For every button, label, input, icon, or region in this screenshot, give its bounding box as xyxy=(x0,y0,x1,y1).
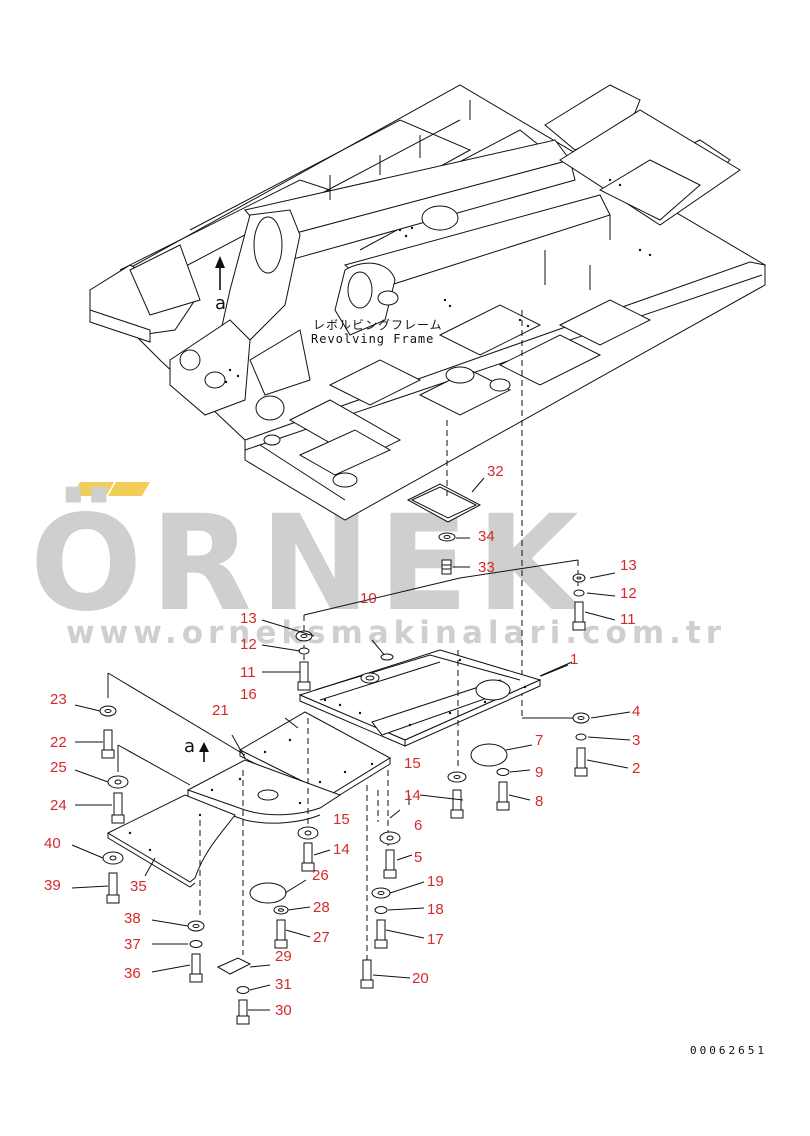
frame-label-japanese: レボルビングフレーム xyxy=(313,318,443,332)
callout-13b: 13 xyxy=(240,610,257,627)
callout-33: 33 xyxy=(478,559,495,576)
callout-11a: 11 xyxy=(620,611,636,628)
callout-37: 37 xyxy=(124,936,141,953)
callout-27: 27 xyxy=(313,929,330,946)
callout-numbers: 1 2 3 4 5 6 7 8 9 10 11 12 13 11 12 13 1… xyxy=(44,463,640,1019)
callout-24: 24 xyxy=(50,797,67,814)
callout-2: 2 xyxy=(632,760,640,777)
callout-38: 38 xyxy=(124,910,141,927)
callout-17: 17 xyxy=(427,931,444,948)
callout-3: 3 xyxy=(632,732,640,749)
callout-31: 31 xyxy=(275,976,292,993)
callout-9: 9 xyxy=(535,764,543,781)
callout-19: 19 xyxy=(427,873,444,890)
callout-23: 23 xyxy=(50,691,67,708)
callout-26: 26 xyxy=(312,867,329,884)
callout-8: 8 xyxy=(535,793,543,810)
watermark-url: www.orneksmakinalari.com.tr xyxy=(66,615,727,651)
callout-15b: 15 xyxy=(333,811,350,828)
callout-21: 21 xyxy=(212,702,229,719)
callout-5: 5 xyxy=(414,849,422,866)
callout-13a: 13 xyxy=(620,557,637,574)
callout-12a: 12 xyxy=(620,585,637,602)
callout-25: 25 xyxy=(50,759,67,776)
frame-label-english: Revolving Frame xyxy=(311,332,435,346)
callout-32: 32 xyxy=(487,463,504,480)
callout-12b: 12 xyxy=(240,636,257,653)
callout-29: 29 xyxy=(275,948,292,965)
callout-28: 28 xyxy=(313,899,330,916)
view-marker-cover: a xyxy=(184,736,196,757)
callout-35: 35 xyxy=(130,878,147,895)
callout-34: 34 xyxy=(478,528,495,545)
callout-36: 36 xyxy=(124,965,141,982)
cover-26 xyxy=(249,882,287,904)
callout-30: 30 xyxy=(275,1002,292,1019)
callout-4: 4 xyxy=(632,703,640,720)
callout-18: 18 xyxy=(427,901,444,918)
callout-20: 20 xyxy=(412,970,429,987)
cover-32-assembly xyxy=(406,420,485,575)
under-cover-21 xyxy=(186,734,342,824)
callout-11b: 11 xyxy=(240,664,256,681)
under-cover-35 xyxy=(106,794,236,888)
callout-15a: 15 xyxy=(404,755,421,772)
callout-40: 40 xyxy=(44,835,61,852)
under-cover-1 xyxy=(298,639,573,747)
callout-6: 6 xyxy=(414,817,422,834)
callout-leaders xyxy=(71,572,631,1011)
callout-1: 1 xyxy=(570,651,578,668)
view-marker-frame: a xyxy=(215,293,227,314)
cover-7 xyxy=(470,743,508,767)
callout-7: 7 xyxy=(535,732,543,749)
callout-14a: 14 xyxy=(404,787,421,804)
callout-16: 16 xyxy=(240,686,257,703)
callout-39: 39 xyxy=(44,877,61,894)
callout-10: 10 xyxy=(360,590,377,607)
watermark-brand: ÖRNEK xyxy=(30,487,587,641)
callout-22: 22 xyxy=(50,734,67,751)
fasteners xyxy=(99,573,590,1025)
callout-14b: 14 xyxy=(333,841,350,858)
revolving-frame xyxy=(89,84,766,521)
drawing-code: 00062651 xyxy=(690,1044,767,1057)
